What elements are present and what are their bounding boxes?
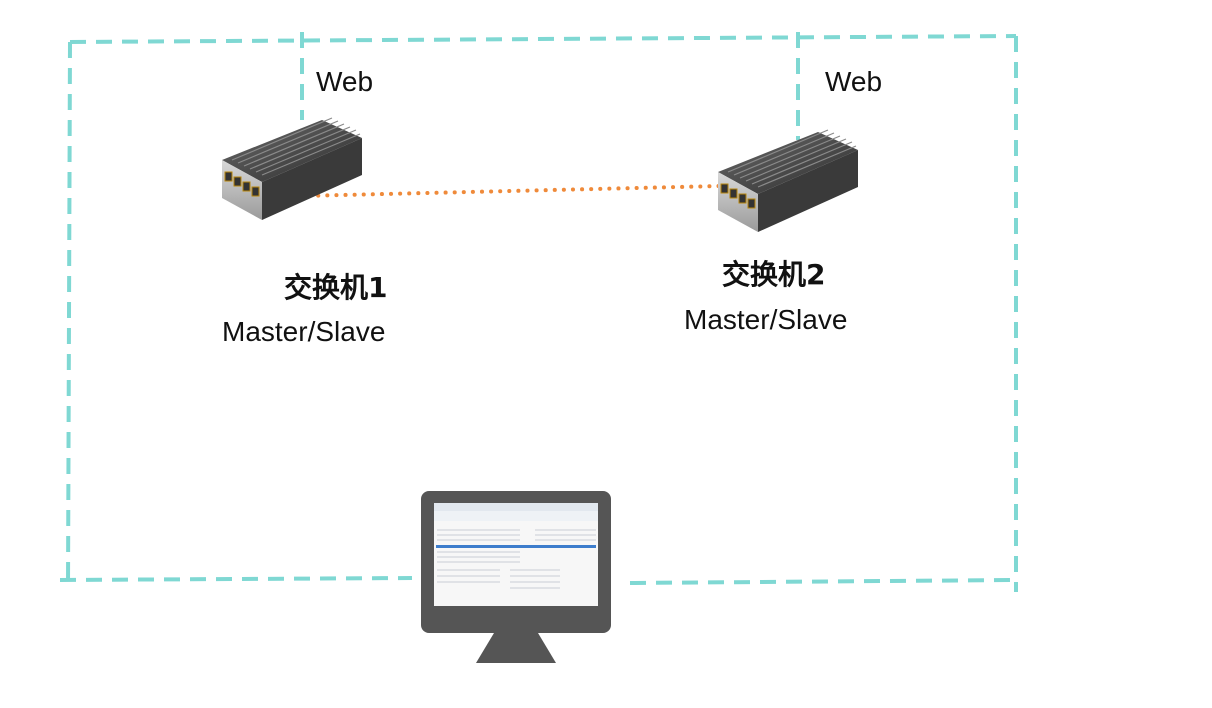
desktop-monitor-icon (421, 491, 611, 663)
switch1-web-label: Web (316, 66, 374, 97)
switch2-name: 交换机2 (722, 258, 826, 291)
switch1-role: Master/Slave (222, 316, 386, 347)
web-left-line (66, 41, 72, 589)
web-network-links (59, 32, 1018, 592)
switch1-name: 交换机1 (284, 271, 388, 304)
network-switch-icon (717, 129, 859, 233)
web-top-line (69, 34, 1017, 44)
web-bottom-right-line (629, 578, 1017, 585)
switch2-web-label: Web (825, 66, 883, 97)
inter-switch-link (298, 184, 722, 198)
web-bottom-left-line (59, 576, 413, 582)
network-switch-icon (221, 117, 363, 221)
switch2-role: Master/Slave (684, 304, 848, 335)
